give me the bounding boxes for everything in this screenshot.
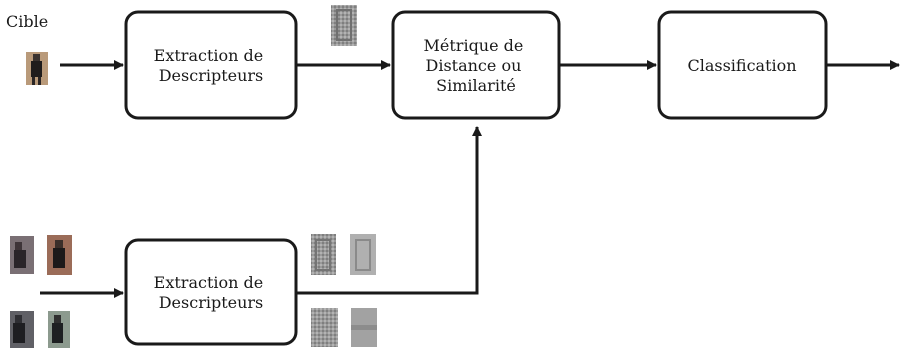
node-extraction-bottom: Extraction de Descripteurs <box>124 238 298 346</box>
node-extraction-top-line-2: Descripteurs <box>159 66 264 85</box>
node-metric-line-3: Similarité <box>436 76 516 95</box>
svg-text:Extraction de Descripteu: Extraction de Descripteurs <box>154 273 269 312</box>
node-extraction-top-line-1: Extraction de <box>154 46 264 65</box>
svg-text:Extraction de Descripteu: Extraction de Descripteurs <box>154 46 269 85</box>
bottom-descriptor-thumbnail-1 <box>311 234 336 275</box>
gallery-thumbnail-2 <box>47 235 72 275</box>
target-person-thumbnail <box>26 52 48 85</box>
bottom-descriptor-thumbnail-3 <box>311 308 338 347</box>
node-classification: Classification <box>657 10 828 120</box>
bottom-descriptor-thumbnail-2 <box>350 234 376 275</box>
svg-text:Métrique de Distance ou: Métrique de Distance ou Similarité <box>424 36 529 95</box>
edge-extraction-to-metric-vertical <box>297 126 482 295</box>
node-extraction-bottom-line-2: Descripteurs <box>159 293 264 312</box>
node-metric-line-1: Métrique de <box>424 36 524 55</box>
target-label: Cible <box>6 12 48 31</box>
node-extraction-bottom-line-1: Extraction de <box>154 273 264 292</box>
bottom-descriptor-thumbnail-4 <box>351 308 377 347</box>
node-metric: Métrique de Distance ou Similarité <box>391 10 561 120</box>
gallery-thumbnail-3 <box>10 311 34 348</box>
top-descriptor-thumbnail <box>331 5 357 46</box>
node-classification-label: Classification <box>687 56 796 75</box>
node-metric-line-2: Distance ou <box>426 56 522 75</box>
gallery-thumbnail-4 <box>48 311 70 348</box>
gallery-thumbnail-1 <box>10 236 34 274</box>
node-extraction-top: Extraction de Descripteurs <box>124 10 298 120</box>
